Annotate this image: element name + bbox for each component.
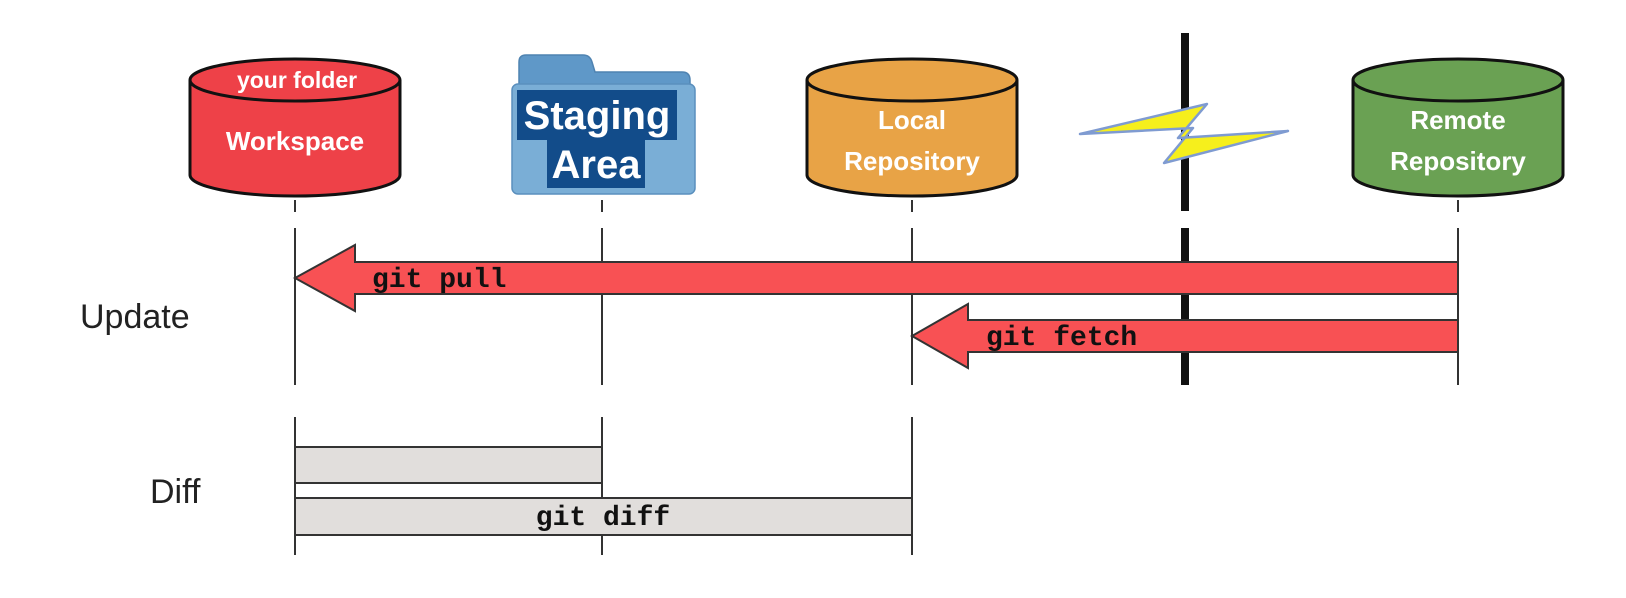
local-cylinder-body (805, 80, 1019, 198)
staging-label-line1: Staging (524, 94, 671, 138)
staging-label-bg-2 (547, 140, 645, 188)
workspace-cylinder: your folder Workspace (188, 57, 402, 198)
local-label-line1: Local (878, 105, 946, 135)
staging-area-folder: Staging Area (511, 54, 696, 195)
local-cylinder-top (805, 57, 1019, 103)
update-row-label: Update (80, 298, 190, 336)
local-repository-cylinder: Local Repository (805, 57, 1019, 198)
diff-workspace-staging-bar (294, 446, 603, 484)
workspace-cylinder-body (188, 80, 402, 198)
remote-cylinder-top (1351, 57, 1565, 103)
workspace-cylinder-top (188, 57, 402, 103)
remote-label-line1: Remote (1410, 105, 1505, 135)
staging-label-bg-1 (517, 90, 677, 140)
remote-repository-cylinder: Remote Repository (1351, 57, 1565, 198)
workspace-label: Workspace (226, 126, 364, 156)
git-diff-bar: git diff (294, 497, 913, 536)
git-fetch-label: git fetch (986, 323, 1137, 354)
remote-label-line2: Repository (1390, 146, 1526, 176)
lightning-bolt-icon (1078, 102, 1290, 165)
git-pull-arrow: git pull (292, 243, 1459, 313)
staging-label-line2: Area (552, 143, 642, 187)
network-boundary-line-bottom (1181, 228, 1189, 385)
remote-cylinder-body (1351, 80, 1565, 198)
diff-row-label: Diff (150, 473, 201, 511)
git-fetch-arrow: git fetch (909, 302, 1459, 370)
local-label-line2: Repository (844, 146, 980, 176)
git-diff-label: git diff (536, 503, 670, 534)
workspace-top-label: your folder (237, 67, 357, 93)
git-pull-label: git pull (372, 265, 506, 296)
